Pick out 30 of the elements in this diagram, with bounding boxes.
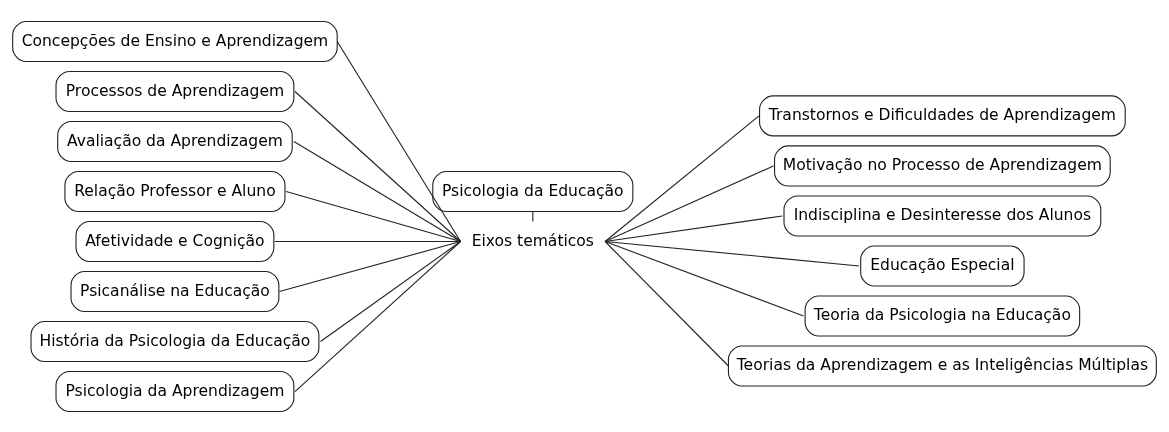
connector — [293, 140, 462, 242]
connector — [604, 164, 774, 242]
node-text: Eixos temáticos — [471, 231, 594, 250]
node-box: Afetividade e Cognição — [75, 220, 275, 262]
node-box: Teoria da Psicologia na Educação — [804, 294, 1081, 337]
connector — [604, 240, 860, 266]
connector — [320, 240, 462, 342]
node-box: Educação Especial — [860, 244, 1025, 286]
connector — [604, 114, 760, 242]
connector — [604, 240, 729, 367]
node-box: Psicanálise na Educação — [70, 270, 280, 312]
node-box: Relação Professor e Aluno — [64, 170, 286, 212]
node-box: Avaliação da Aprendizagem — [57, 120, 293, 162]
node-box: Psicologia da Educação — [432, 170, 634, 212]
connector — [532, 210, 534, 222]
connector — [336, 40, 462, 242]
connector — [604, 214, 783, 242]
node-box: Indisciplina e Desinteresse dos Alunos — [783, 194, 1102, 236]
connector — [294, 240, 462, 392]
node-box: Psicologia da Aprendizagem — [55, 370, 295, 412]
node-box: Transtornos e Dificuldades de Aprendizagem — [759, 94, 1126, 136]
connector — [294, 90, 462, 242]
node-box: Processos de Aprendizagem — [55, 70, 295, 112]
connector — [278, 240, 462, 292]
node-box: Motivação no Processo de Aprendizagem — [774, 144, 1111, 186]
node-box: Concepções de Ensino e Aprendizagem — [12, 20, 338, 62]
node-box: História da Psicologia da Educação — [30, 320, 320, 362]
node-box: Teorias da Aprendizagem e as Inteligências Múltiplas — [727, 344, 1157, 387]
connector — [285, 190, 462, 242]
connector — [604, 240, 804, 317]
